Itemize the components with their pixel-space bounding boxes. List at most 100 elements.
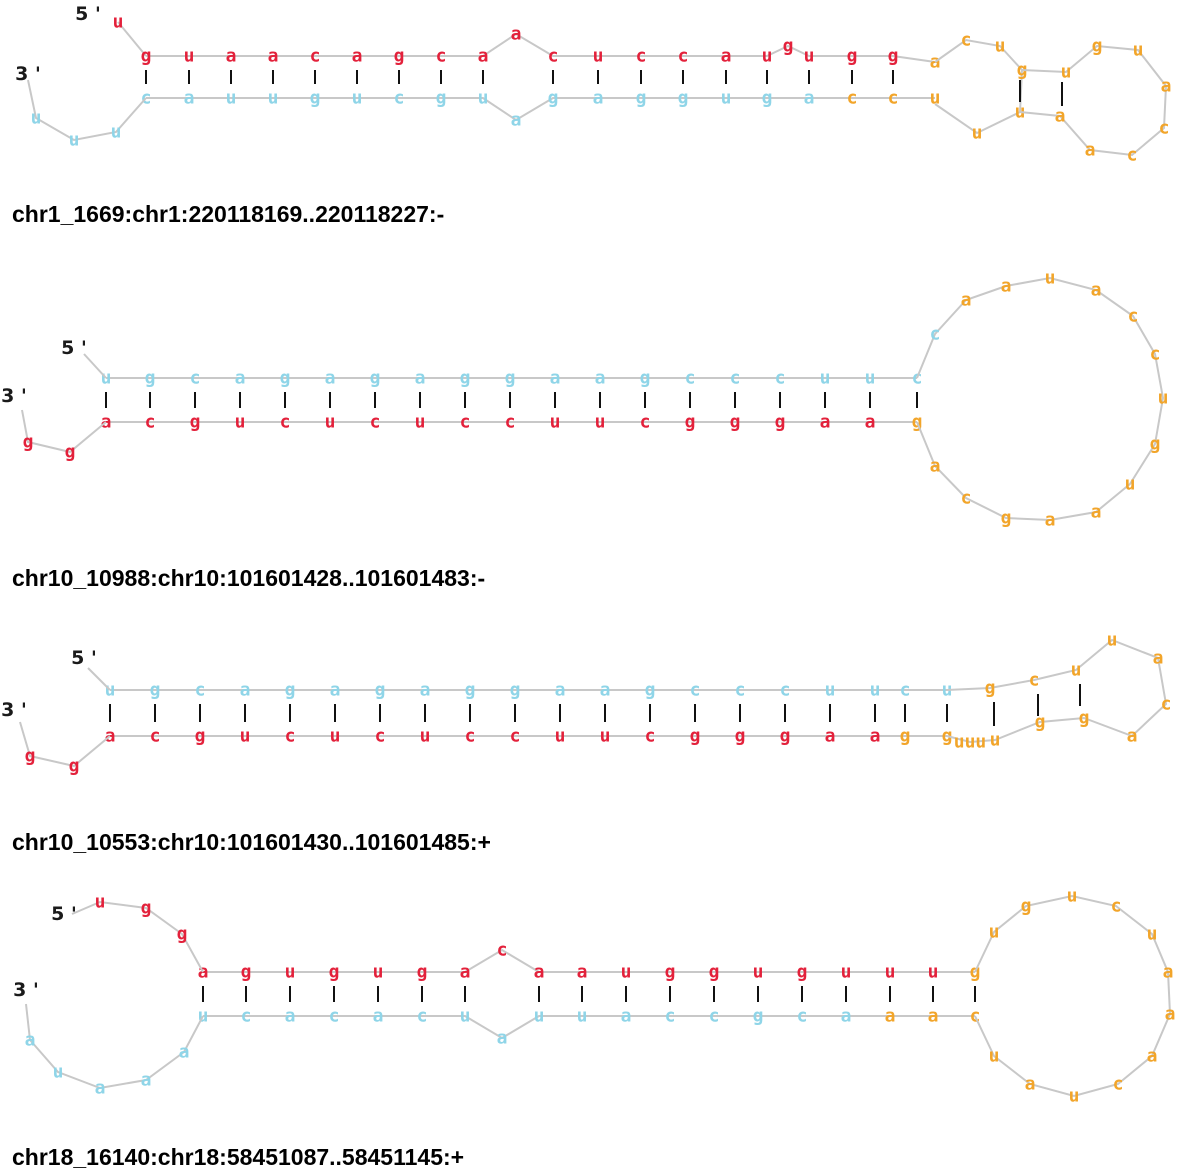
s2-top-nt: a	[550, 368, 561, 389]
s4-head-nt: u	[95, 892, 106, 913]
s2-loop-nt: u	[1158, 388, 1169, 409]
s2-bottom-nt: a	[865, 412, 876, 433]
s1-bottom-nt: c	[847, 88, 858, 109]
s4-bottom-nt: c	[709, 1006, 720, 1027]
s1-bottom-nt: a	[593, 88, 604, 109]
s3-loop-nt: a	[1153, 648, 1164, 669]
s2-bottom-nt: g	[730, 412, 741, 433]
s1-top-nt: a	[226, 46, 237, 67]
s3-tail-nt: g	[69, 756, 80, 777]
s2-top-nt: c	[685, 368, 696, 389]
s2-top-nt: a	[415, 368, 426, 389]
caption-1: chr1_1669:chr1:220118169..220118227:-	[12, 201, 444, 227]
s4-bottom-nt: c	[329, 1006, 340, 1027]
s4-top-nt: a	[460, 962, 471, 983]
s2-five-prime-label: 5 '	[61, 337, 87, 359]
s2-top-nt: g	[640, 368, 651, 389]
s1-top-nt: a	[478, 46, 489, 67]
s4-top-nt: u	[373, 962, 384, 983]
s4-top-backbone	[203, 948, 975, 973]
s3-loop-nt: g	[1079, 708, 1090, 729]
s4-loop-nt: u	[1067, 886, 1078, 907]
s1-top-nt: u	[593, 46, 604, 67]
s1-loop-a-nt: u	[972, 123, 983, 144]
s4-five-prime-label: 5 '	[51, 903, 77, 925]
s4-top-nt: a	[577, 962, 588, 983]
s2-top-nt: g	[370, 368, 381, 389]
s2-loop-nt: a	[1045, 510, 1056, 531]
s2-bottom-nt: g	[775, 412, 786, 433]
s1-loop-b-backbone	[1019, 44, 1168, 157]
s4-tail-nt: a	[95, 1078, 106, 1099]
s3-top-nt: a	[330, 680, 341, 701]
s4-top-nt: u	[841, 962, 852, 983]
s4-bottom-nt: a	[885, 1006, 896, 1027]
s2-top-nt: c	[775, 368, 786, 389]
s1-bottom-nt: g	[762, 88, 773, 109]
s4-loop-nt: a	[1165, 1004, 1176, 1025]
s3-loop-backbone	[946, 638, 1168, 744]
s2-bottom-nt: g	[190, 412, 201, 433]
s1-top-nt: c	[678, 46, 689, 67]
s2-loop-nt: a	[961, 290, 972, 311]
caption-4: chr18_16140:chr18:58451087..58451145:+	[12, 1144, 464, 1170]
s1-bottom-nt: g	[548, 88, 559, 109]
s4-tail-nt: a	[179, 1042, 190, 1063]
s4-loop-nt: a	[1163, 962, 1174, 983]
s4-bottom-nt: a	[621, 1006, 632, 1027]
s2-top-nt: u	[820, 368, 831, 389]
s4-loop-backbone	[974, 894, 1172, 1098]
s1-loop-a-nt: c	[961, 30, 972, 51]
s3-bottom-nt: g	[195, 726, 206, 747]
s4-loop-nt: u	[989, 1046, 1000, 1067]
s3-bottom-nt: u	[240, 726, 251, 747]
s3-bottom-nt: u	[555, 726, 566, 747]
s4-loop-nt: a	[1147, 1046, 1158, 1067]
s1-top-nt: a	[511, 24, 522, 45]
s4-top-nt: g	[417, 962, 428, 983]
s2-bottom-nt: c	[460, 412, 471, 433]
s3-bottom-nt: g	[900, 726, 911, 747]
s2-bottom-nt: c	[505, 412, 516, 433]
caption-2: chr10_10988:chr10:101601428..101601483:-	[12, 565, 485, 591]
s4-bottom-nt: a	[285, 1006, 296, 1027]
s1-tail-nt: u	[69, 130, 80, 151]
s2-tail-backbone	[21, 409, 107, 454]
s2-three-prime-label: 3 '	[1, 385, 27, 407]
s3-bottom-nt: a	[870, 726, 881, 747]
s1-loop-b-nt: u	[1061, 62, 1072, 83]
s3-bottom-nt: c	[375, 726, 386, 747]
caption-3: chr10_10553:chr10:101601430..101601485:+	[12, 829, 491, 855]
s3-bottom-nt: g	[735, 726, 746, 747]
s4-top-nt: g	[241, 962, 252, 983]
s3-loop-nt: g	[985, 678, 996, 699]
s4-three-prime-label: 3 '	[13, 979, 39, 1001]
s1-loop-a-nt: u	[995, 36, 1006, 57]
s4-bottom-nt: a	[497, 1028, 508, 1049]
s4-loop-nt: a	[1025, 1074, 1036, 1095]
s2-top-nt: g	[505, 368, 516, 389]
s4-top-nt: u	[621, 962, 632, 983]
s4-tail-nt: a	[141, 1070, 152, 1091]
s3-bottom-nt: u	[420, 726, 431, 747]
s3-bottom-nt: a	[825, 726, 836, 747]
s4-bottom-backbone	[203, 1015, 975, 1040]
s4-bottom-nt: c	[797, 1006, 808, 1027]
s2-tail-nt: g	[65, 442, 76, 463]
s1-tail-nt: u	[111, 122, 122, 143]
s3-top-nt: g	[465, 680, 476, 701]
s4-bottom-nt: u	[534, 1006, 545, 1027]
s2-loop-backbone	[916, 276, 1165, 522]
s1-loop-b-nt: u	[1133, 40, 1144, 61]
s3-top-nt: a	[600, 680, 611, 701]
s1-top-nt: a	[721, 46, 732, 67]
s4-head-nt: g	[177, 924, 188, 945]
s4-tail-backbone	[25, 1003, 204, 1090]
s3-loop-nt: a	[1127, 726, 1138, 747]
s4-bottom-nt: a	[373, 1006, 384, 1027]
s1-top-nt: c	[548, 46, 559, 67]
s2-loop-nt: g	[1150, 434, 1161, 455]
s2-loop-nt: u	[1045, 268, 1056, 289]
s1-bottom-nt: g	[436, 88, 447, 109]
